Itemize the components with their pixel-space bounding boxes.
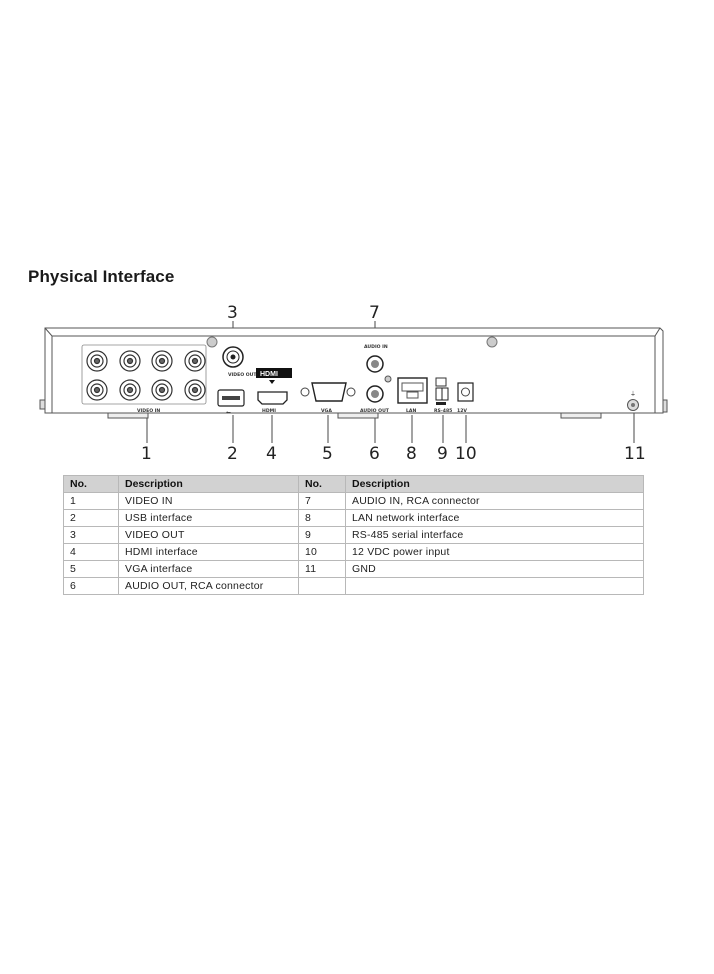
cell-no <box>298 577 346 595</box>
section-title: Physical Interface <box>28 267 175 286</box>
video-out-label: VIDEO OUT <box>228 372 257 378</box>
rear-panel-diagram: 3 7 1 2 4 5 6 8 9 10 11 <box>39 303 668 464</box>
vga-port: VGA <box>300 382 356 414</box>
cell-no: 6 <box>63 577 119 595</box>
cell-no: 2 <box>63 509 119 527</box>
callout-8: 8 <box>406 444 417 464</box>
video-in-bnc-group: VIDEO IN <box>81 344 207 414</box>
cell-description: VIDEO OUT <box>118 526 299 544</box>
lan-label: LAN <box>406 408 416 414</box>
power-port: 12V <box>457 382 474 414</box>
table-row: 3 VIDEO OUT 9 RS-485 serial interface <box>63 526 644 544</box>
table-header-row: No. Description No. Description <box>63 475 644 493</box>
cell-no: 1 <box>63 492 119 510</box>
callout-6: 6 <box>369 444 380 464</box>
audio-out-label: AUDIO OUT <box>360 408 390 414</box>
callout-3: 3 <box>227 303 238 323</box>
callout-11: 11 <box>624 444 646 464</box>
cell-no: 11 <box>298 560 346 578</box>
cell-description: AUDIO IN, RCA connector <box>345 492 644 510</box>
callout-10: 10 <box>455 444 477 464</box>
table-row: 1 VIDEO IN 7 AUDIO IN, RCA connector <box>63 492 644 510</box>
cell-no: 8 <box>298 509 346 527</box>
cell-no: 10 <box>298 543 346 561</box>
power-label: 12V <box>457 408 467 414</box>
header-description-left: Description <box>118 475 299 493</box>
rs485-label: RS-485 <box>434 408 452 414</box>
hdmi-label: HDMI <box>262 408 276 414</box>
callout-2: 2 <box>227 444 238 464</box>
audio-in-label: AUDIO IN <box>364 344 388 350</box>
header-no-left: No. <box>63 475 119 493</box>
interface-table: No. Description No. Description 1 VIDEO … <box>63 475 644 595</box>
gnd-terminal: ⏚ <box>627 391 639 411</box>
table-row: 4 HDMI interface 10 12 VDC power input <box>63 543 644 561</box>
cell-description: RS-485 serial interface <box>345 526 644 544</box>
cell-description: AUDIO OUT, RCA connector <box>118 577 299 595</box>
vga-label: VGA <box>321 408 332 414</box>
header-description-right: Description <box>345 475 644 493</box>
usb-port: ⭠ <box>217 389 245 416</box>
video-in-label: VIDEO IN <box>137 408 160 414</box>
callout-1: 1 <box>141 444 152 464</box>
callout-7: 7 <box>369 303 380 323</box>
cell-no: 7 <box>298 492 346 510</box>
leader-lines <box>146 321 635 443</box>
header-no-right: No. <box>298 475 346 493</box>
cell-description <box>345 577 644 595</box>
video-out-port: VIDEO OUT <box>222 346 257 378</box>
cell-no: 3 <box>63 526 119 544</box>
lan-port: LAN <box>397 377 428 414</box>
table-row: 6 AUDIO OUT, RCA connector <box>63 577 644 595</box>
callout-5: 5 <box>322 444 333 464</box>
cell-description: GND <box>345 560 644 578</box>
cell-description: VGA interface <box>118 560 299 578</box>
hdmi-badge: HDMI <box>260 371 278 378</box>
callout-4: 4 <box>266 444 277 464</box>
callout-numbers: 3 7 1 2 4 5 6 8 9 10 11 <box>141 303 646 464</box>
cell-description: USB interface <box>118 509 299 527</box>
cell-description: 12 VDC power input <box>345 543 644 561</box>
cell-no: 9 <box>298 526 346 544</box>
audio-ports: AUDIO IN AUDIO OUT <box>360 344 392 414</box>
hdmi-port: HDMI HDMI <box>256 368 292 414</box>
chassis <box>39 327 668 419</box>
cell-no: 5 <box>63 560 119 578</box>
callout-9: 9 <box>437 444 448 464</box>
table-row: 2 USB interface 8 LAN network interface <box>63 509 644 527</box>
rs485-port: RS-485 <box>434 377 452 414</box>
cell-no: 4 <box>63 543 119 561</box>
usb-icon: ⭠ <box>226 410 231 416</box>
cell-description: VIDEO IN <box>118 492 299 510</box>
cell-description: HDMI interface <box>118 543 299 561</box>
table-row: 5 VGA interface 11 GND <box>63 560 644 578</box>
cell-description: LAN network interface <box>345 509 644 527</box>
ground-icon: ⏚ <box>630 391 636 398</box>
